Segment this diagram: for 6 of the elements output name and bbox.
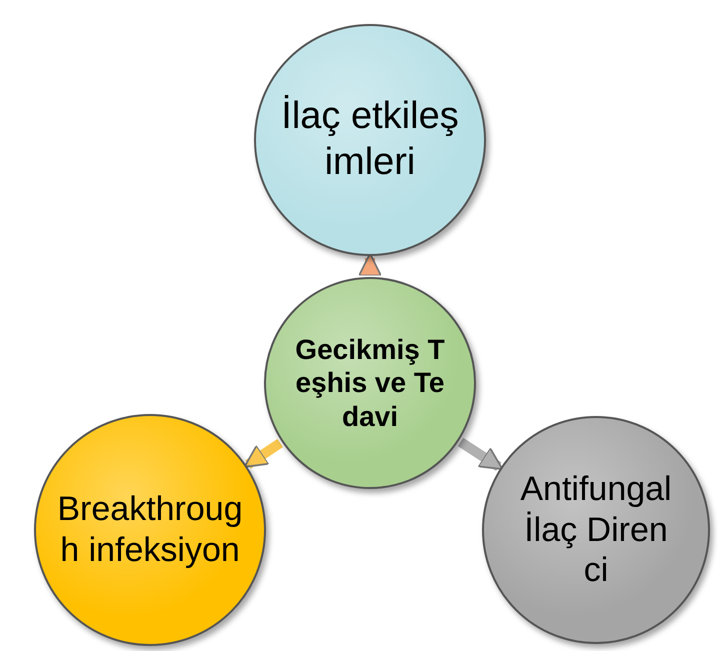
arrow xyxy=(244,438,283,469)
circle-label: Antifungal İlaç Direnci xyxy=(519,468,673,592)
circle-label: İlaç etkileşimleri xyxy=(280,94,460,185)
circle-label: Breakthrough infeksiyon xyxy=(56,489,244,571)
circle-label: Gecikmiş Teşhis ve Tedavi xyxy=(295,332,445,434)
arrow xyxy=(458,438,504,471)
